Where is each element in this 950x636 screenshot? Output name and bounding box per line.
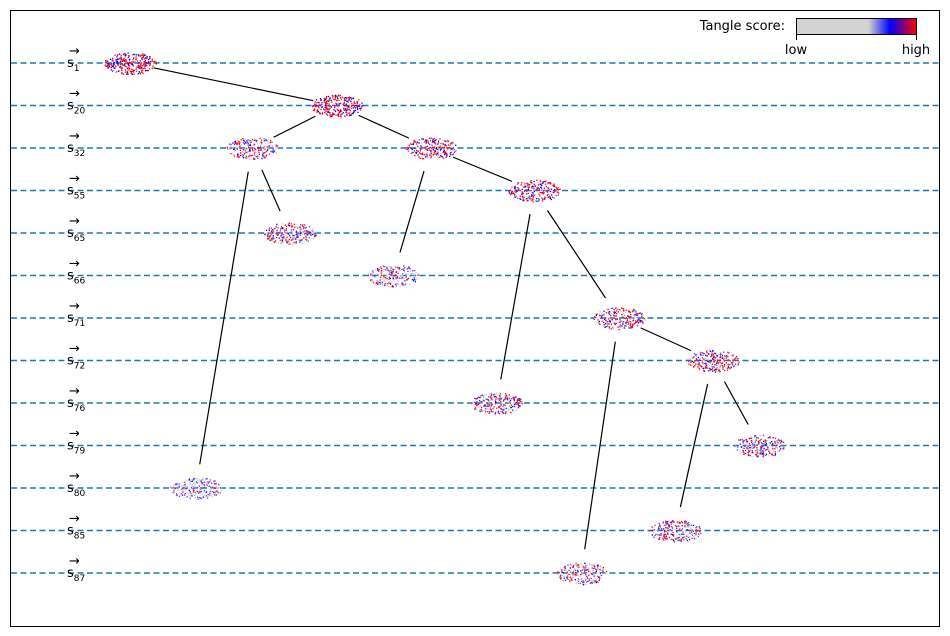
level-arrow-s65: → <box>69 214 80 229</box>
level-labels: s1→s20→s32→s55→s65→s66→s71→s72→s76→s79→s… <box>67 44 86 584</box>
level-arrow-s66: → <box>69 257 80 272</box>
level-lines <box>11 62 939 574</box>
node-n1 <box>104 52 158 75</box>
colorbar-legend: Tangle score: low high <box>699 18 930 58</box>
edge-n32a-n65 <box>261 169 281 212</box>
node-n72 <box>687 349 740 373</box>
node-n76 <box>471 392 524 415</box>
level-arrow-s76: → <box>69 384 80 399</box>
tree-edges <box>153 67 749 550</box>
plot-frame <box>10 10 940 627</box>
tree-nodes <box>104 52 786 586</box>
colorbar-low-label: low <box>785 43 808 58</box>
node-n85 <box>649 519 702 543</box>
edge-n55-n71 <box>546 210 607 299</box>
colorbar-high-label: high <box>902 43 930 58</box>
node-n55 <box>508 179 561 203</box>
edge-n71-n87 <box>584 341 616 550</box>
edge-n32b-n55 <box>452 156 513 182</box>
node-n71 <box>593 307 646 331</box>
level-arrow-s80: → <box>69 469 80 484</box>
level-arrow-s79: → <box>69 427 80 442</box>
colorbar-gradient <box>796 18 917 35</box>
level-arrow-s1: → <box>69 44 80 59</box>
edge-n32b-n66 <box>399 170 425 253</box>
node-n32a <box>226 137 279 161</box>
node-n32b <box>405 137 458 160</box>
level-arrow-s85: → <box>69 512 80 527</box>
edge-n71-n72 <box>640 327 692 352</box>
node-n80 <box>170 477 223 500</box>
level-arrow-s55: → <box>69 172 80 187</box>
edge-n55-n76 <box>500 214 531 380</box>
level-arrow-s72: → <box>69 342 80 357</box>
edge-n72-n79 <box>723 381 749 425</box>
node-n20 <box>311 94 364 118</box>
node-n87 <box>557 562 608 586</box>
node-n65 <box>264 222 317 246</box>
level-arrow-s32: → <box>69 129 80 144</box>
edge-n32a-n80 <box>199 171 249 465</box>
edge-n72-n85 <box>679 383 709 508</box>
level-arrow-s20: → <box>69 87 80 102</box>
level-arrow-s87: → <box>69 554 80 569</box>
level-arrow-s71: → <box>69 299 80 314</box>
node-n66 <box>367 265 421 288</box>
node-n79 <box>734 434 786 458</box>
edge-n1-n20 <box>153 67 314 102</box>
edge-n20-n32a <box>273 115 316 138</box>
colorbar-title: Tangle score: <box>699 19 785 34</box>
edge-n20-n32b <box>358 114 410 139</box>
